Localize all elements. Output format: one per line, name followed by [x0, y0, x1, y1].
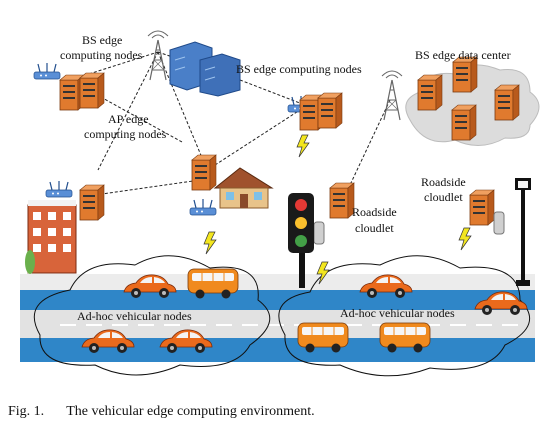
lightning-icon: [296, 134, 310, 158]
vehicular-edge-diagram: [20, 30, 540, 377]
bs-data-center-label: BS edge data center: [415, 48, 511, 62]
ap-nodes-label-line1: AP edge: [108, 112, 149, 126]
lightning-icon: [458, 227, 472, 251]
bs-nodes-center-label: BS edge computing nodes: [236, 62, 362, 76]
server-icon: [79, 184, 105, 221]
server-icon: [469, 189, 495, 226]
caption-figure-number: Fig. 1.: [8, 404, 45, 419]
caption-text: The vehicular edge computing environment…: [66, 404, 315, 419]
building-icon: [25, 200, 77, 274]
roadside-right-label-line1: Roadside: [421, 175, 466, 189]
server-icon: [451, 104, 477, 141]
server-icon: [79, 72, 105, 109]
house-icon: [213, 167, 274, 209]
adhoc-left-label: Ad-hoc vehicular nodes: [77, 309, 192, 323]
bs-nodes-left-label-line1: BS edge: [82, 33, 123, 47]
server-icon: [317, 92, 343, 129]
lightning-icon: [203, 231, 217, 255]
roadside-center-label-line1: Roadside: [352, 205, 397, 219]
figure-caption: Fig. 1. The vehicular edge computing envi…: [8, 404, 315, 420]
street-lamp-icon: [515, 178, 531, 286]
ap-nodes-label-line2: computing nodes: [84, 127, 167, 141]
base-station-tower-icon: [147, 30, 169, 81]
server-icon: [191, 154, 217, 191]
bs-building-icon: [169, 41, 241, 97]
base-station-tower-icon: [381, 70, 403, 121]
roadside-right-label-line2: cloudlet: [424, 190, 463, 204]
roadside-center-label-line2: cloudlet: [355, 221, 394, 235]
wifi-router-icon: [45, 180, 73, 198]
wifi-router-icon: [33, 62, 61, 80]
server-icon: [494, 84, 520, 121]
adhoc-right-label: Ad-hoc vehicular nodes: [340, 306, 455, 320]
wifi-router-icon: [189, 198, 217, 216]
server-icon: [329, 182, 355, 219]
server-icon: [452, 56, 478, 93]
traffic-light-icon: [288, 193, 314, 288]
bs-nodes-left-label-line2: computing nodes: [60, 48, 143, 62]
adhoc-cloud-left: [33, 255, 271, 376]
server-icon: [417, 74, 443, 111]
